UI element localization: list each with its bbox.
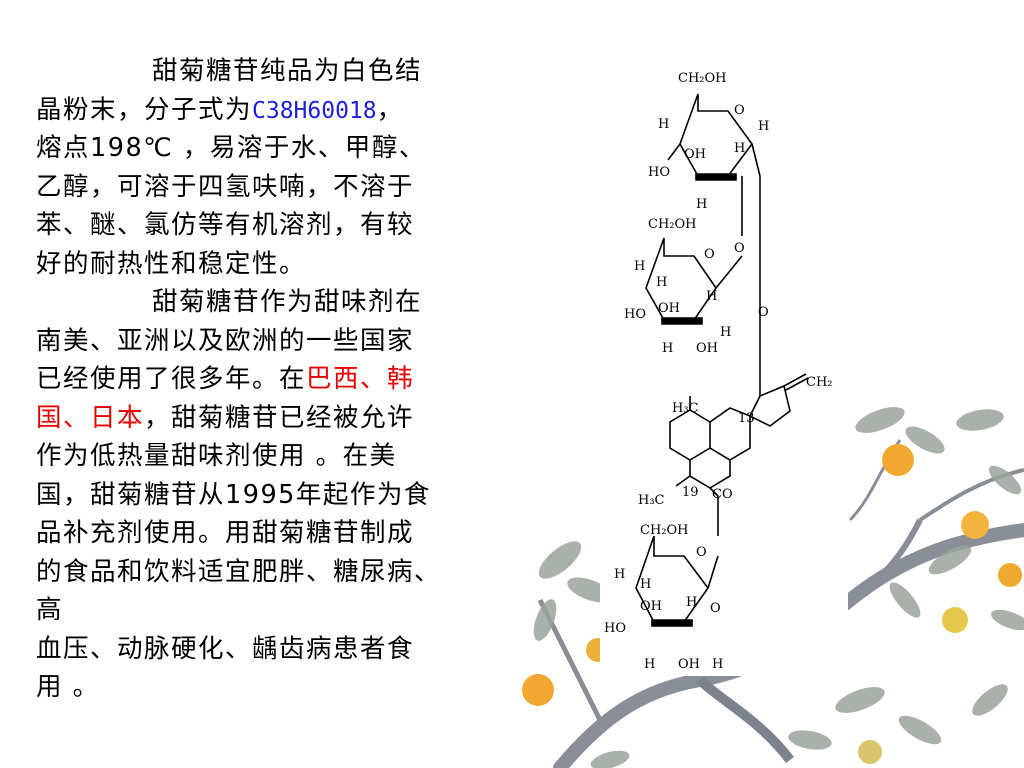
label-ch2oh-bottom: CH₂OH [640,523,689,538]
p1-line-5: 苯、醚、氯仿等有机溶剂，有较 [36,210,415,240]
label-o-ring-top: O [734,103,745,118]
label-13: 13 [738,411,755,426]
p2-line-7: 品补充剂使用。用甜菊糖苷制成 [36,518,415,548]
label-o-link-1: O [734,241,745,256]
description-text: 甜菊糖苷纯品为白色结 晶粉末，分子式为C38H60018， 熔点198℃ ，易溶… [36,52,516,707]
countries-highlight-1: 巴西、韩 [306,364,415,394]
p1-line-6: 好的耐热性和稳定性。 [36,248,307,279]
label-ch2oh-mid: CH₂OH [648,217,697,232]
p2-line-3: 已经使用了很多年。在巴西、韩 [36,360,516,399]
label-h-1: H [658,117,669,132]
p2-line-11: 用 。 [36,672,100,702]
label-h-10: H [614,567,625,582]
stevioside-structure: CH₂OH O H H OH H HO H O CH₂OH O H H OH H… [600,56,848,676]
p2-line-8: 的食品和饮料适宜肥胖、糖尿病、 [36,556,442,587]
label-oh-1: OH [684,147,706,162]
p2-line-6: 国，甜菊糖苷从1995年起作为食 [36,479,431,510]
p1-line-4: 乙醇，可溶于四氢呋喃，不溶于 [36,171,415,202]
structure-drawing: CH₂OH O H H OH H HO H O CH₂OH O H H OH H… [604,71,833,672]
label-h-5: H [634,259,645,274]
label-h-11: H [640,577,651,592]
label-h-4: H [696,197,707,212]
p1-line-2-post: ， [376,94,404,125]
p1-line-3: 熔点198℃ ，易溶于水、甲醇、 [36,133,426,163]
label-h-7: H [706,289,717,304]
p1-line-2-pre: 晶粉末，分子式为 [36,94,253,125]
label-h-14: H [712,657,723,672]
label-h-8: H [720,325,731,340]
label-h-12: H [686,595,697,610]
p2-line-1: 甜菊糖苷作为甜味剂在 [152,287,423,317]
label-ho-2: HO [624,307,646,322]
label-ho-3: HO [604,621,626,636]
label-o-ring-bottom: O [696,545,707,560]
label-oh-3: OH [696,341,718,356]
label-o-link-3: O [710,601,721,616]
label-h3c-1: H₃C [672,401,699,416]
label-h-9: H [662,341,673,356]
p2-line-9: 高 [36,595,64,625]
p2-line-2: 南美、亚洲以及欧洲的一些国家 [36,325,415,356]
label-h-6: H [656,275,667,290]
label-19: 19 [682,485,699,500]
label-oh-4: OH [640,599,662,614]
p2-line-4: 国、日本，甜菊糖苷已经被允许 [36,399,516,438]
label-h-2: H [758,119,769,134]
countries-highlight-2: 国、日本 [36,402,145,433]
p2-line-5: 作为低热量甜味剂使用 。在美 [36,441,397,471]
label-ch2oh-top: CH₂OH [678,71,727,86]
label-h-13: H [644,657,655,672]
label-oh-5: OH [678,657,700,672]
label-oh-2: OH [658,301,680,316]
p1-line-1: 甜菊糖苷纯品为白色结 [152,56,423,86]
label-co: CO [712,487,733,502]
p1-line-2: 晶粉末，分子式为C38H60018， [36,91,516,130]
p2-line-3-pre: 已经使用了很多年。在 [36,364,307,394]
label-o-ring-mid: O [704,247,715,262]
label-h-3: H [734,141,745,156]
molecular-formula: C38H60018 [252,97,377,124]
label-ch2: CH₂ [806,375,833,390]
p2-line-10: 血压、动脉硬化、龋齿病患者食 [36,633,415,664]
label-h3c-2: H₃C [638,493,665,508]
label-o-link-2: O [758,305,769,320]
label-ho-1: HO [648,165,670,180]
p2-line-4-post: ，甜菊糖苷已经被允许 [144,402,415,433]
